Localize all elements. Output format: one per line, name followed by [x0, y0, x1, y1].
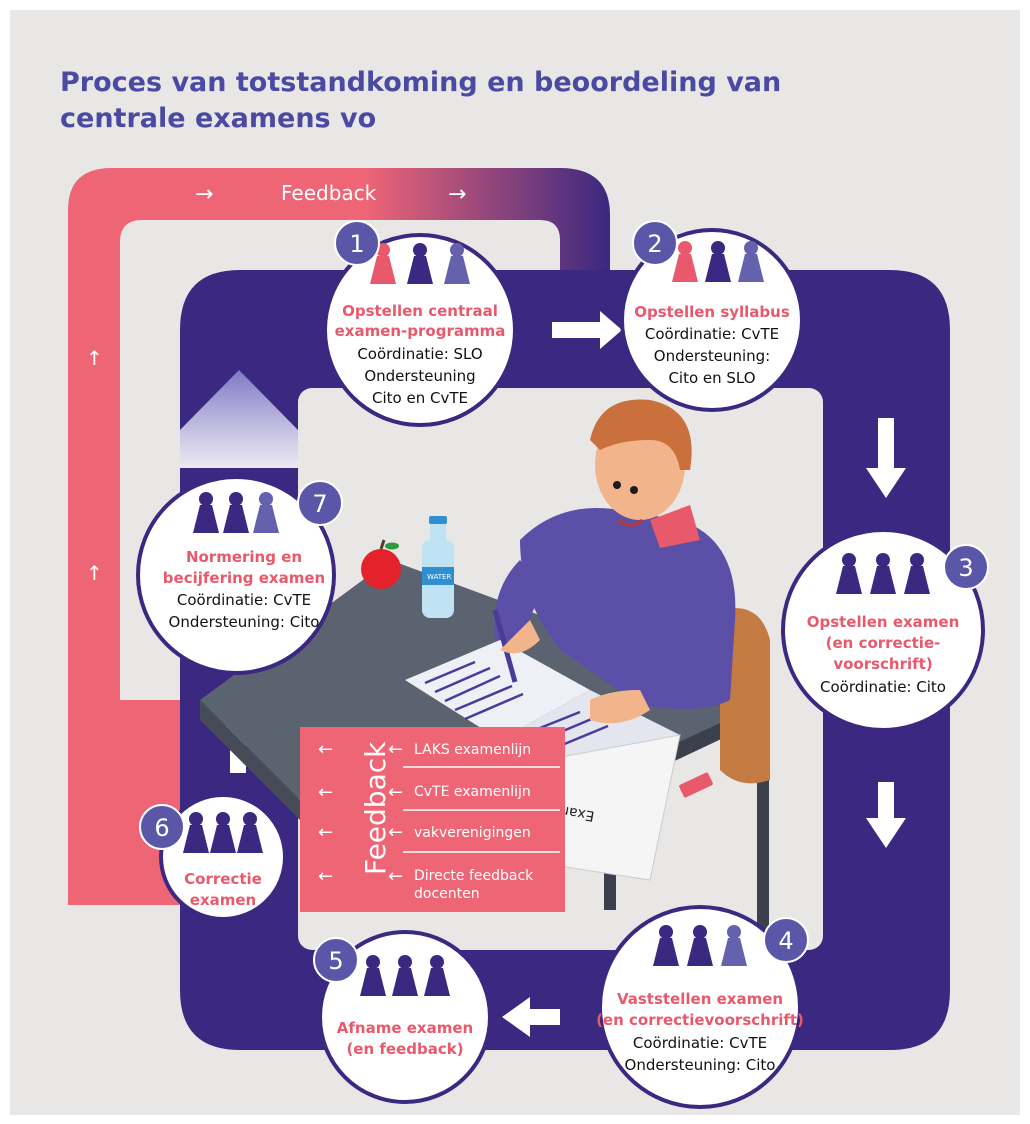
feedback-arrows: ← ← ← ← ← ← ← ← — [318, 739, 403, 887]
step-4-text: Ondersteuning: Cito — [625, 1056, 776, 1074]
step-5-number: 5 — [328, 947, 343, 975]
step-1-title: examen-programma — [335, 322, 506, 340]
step-3-title: Opstellen examen — [807, 613, 960, 631]
step-4: 4 Vaststellen examen (en correctievoorsc… — [596, 905, 809, 1109]
svg-text:↑: ↑ — [86, 561, 103, 585]
step-7-text: Ondersteuning: Cito — [169, 613, 320, 631]
water-bottle-label: WATER — [427, 573, 451, 581]
step-5: 5 Afname examen (en feedback) — [313, 930, 492, 1104]
step-3-title: voorschrift) — [833, 655, 932, 673]
svg-text:←: ← — [318, 822, 333, 843]
step-2-number: 2 — [647, 230, 662, 258]
step-1: 1 Opstellen centraal examen-programma Co… — [323, 220, 517, 427]
top-feedback-arrows: → Feedback → ↑ ↑ — [86, 181, 466, 585]
step-7: 7 Normering en becijfering examen Coördi… — [136, 475, 343, 675]
feedback-panel-vertical-label: Feedback — [359, 741, 392, 875]
svg-text:←: ← — [318, 782, 333, 803]
svg-text:↑: ↑ — [86, 346, 103, 370]
step-2-title: Opstellen syllabus — [634, 303, 790, 321]
feedback-panel: Feedback ← ← ← ← ← ← ← ← LAKS examenlijn… — [300, 727, 565, 912]
step-7-badge — [297, 480, 343, 526]
step-7-title: becijfering examen — [163, 569, 325, 587]
feedback-item-cvte: CvTE examenlijn — [414, 784, 531, 800]
svg-text:→: → — [195, 182, 213, 207]
step-1-text: Coördinatie: SLO — [357, 345, 482, 363]
svg-text:←: ← — [388, 782, 403, 803]
step-4-number: 4 — [778, 927, 793, 955]
step-6: 6 Correctie examen — [139, 793, 287, 921]
step-1-title: Opstellen centraal — [342, 302, 498, 320]
svg-text:←: ← — [318, 739, 333, 760]
diagram-title-line-1: Proces van totstandkoming en beoordeling… — [60, 67, 781, 98]
step-1-text: Ondersteuning — [364, 367, 475, 385]
apple — [361, 549, 401, 589]
step-2-text: Ondersteuning: — [654, 347, 770, 365]
step-7-number: 7 — [312, 490, 327, 518]
top-feedback-label: Feedback — [281, 181, 377, 205]
step-3-title: (en correctie- — [826, 634, 941, 652]
feedback-item-directe-feedback: Directe feedback — [414, 868, 534, 884]
student-body — [520, 508, 736, 709]
step-4-title: Vaststellen examen — [617, 990, 783, 1008]
exam-paper-open — [405, 640, 590, 740]
step-1-text: Cito en CvTE — [372, 389, 468, 407]
step-3-text: Coördinatie: Cito — [820, 678, 946, 696]
diagram-title-line-2: centrale examens vo — [60, 103, 376, 134]
step-2: 2 Opstellen syllabus Coördinatie: CvTE O… — [620, 220, 804, 412]
step-6-title: Correctie — [184, 870, 262, 888]
step-7-title: Normering en — [186, 548, 302, 566]
step-7-text: Coördinatie: CvTE — [177, 591, 311, 609]
step-1-badge — [334, 220, 380, 266]
feedback-item-docenten: docenten — [414, 886, 480, 902]
step-6-number: 6 — [154, 814, 169, 842]
step-2-text: Coördinatie: CvTE — [645, 325, 779, 343]
svg-text:←: ← — [388, 739, 403, 760]
upward-gradient-arrow — [180, 370, 298, 468]
step-3-number: 3 — [958, 554, 973, 582]
step-2-text: Cito en SLO — [668, 369, 755, 387]
step-5-title: Afname examen — [337, 1019, 473, 1037]
svg-text:←: ← — [388, 822, 403, 843]
svg-text:→: → — [448, 182, 466, 207]
step-2-badge — [632, 220, 678, 266]
step-1-number: 1 — [349, 230, 364, 258]
step-4-badge — [763, 917, 809, 963]
step-3: 3 Opstellen examen (en correctie- voorsc… — [781, 528, 989, 732]
svg-text:←: ← — [388, 866, 403, 887]
svg-text:←: ← — [318, 866, 333, 887]
step-4-title: (en correctievoorschrift) — [596, 1011, 804, 1029]
feedback-item-laks: LAKS examenlijn — [414, 742, 531, 758]
student-hair — [590, 399, 692, 470]
step-5-badge — [313, 937, 359, 983]
step-5-title: (en feedback) — [346, 1040, 463, 1058]
feedback-item-vakverenigingen: vakverenigingen — [414, 825, 531, 841]
step-3-badge — [943, 544, 989, 590]
eraser — [679, 772, 713, 798]
step-4-text: Coördinatie: CvTE — [633, 1034, 767, 1052]
step-6-title: examen — [190, 891, 256, 909]
step-6-badge — [139, 804, 185, 850]
